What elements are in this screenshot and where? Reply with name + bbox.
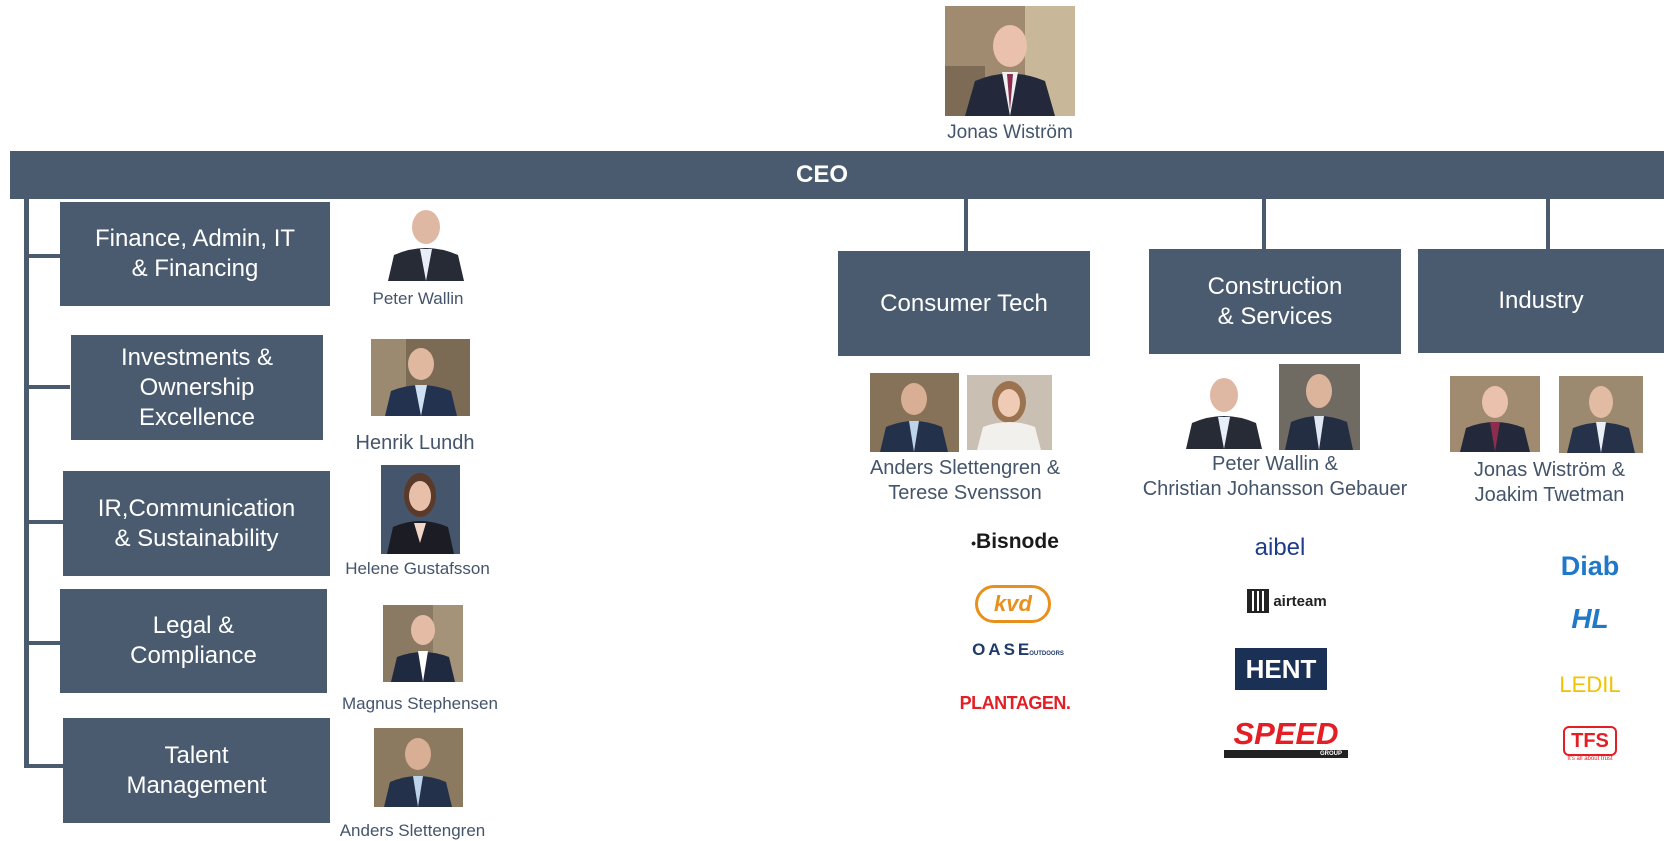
- business-area-consumer-tech: Consumer Tech: [838, 251, 1090, 356]
- connector-talent: [24, 764, 63, 768]
- logo-tfs-sub: It's all about trust: [1567, 756, 1613, 762]
- portrait-icon: [383, 605, 463, 682]
- logo-plantagen: PLANTAGEN.: [959, 693, 1071, 713]
- ceo-photo: [945, 6, 1075, 116]
- connector-construction: [1262, 199, 1266, 249]
- photo-peter-wallin: [380, 203, 472, 281]
- logo-bisnode: •Bisnode: [971, 530, 1059, 553]
- logo-kvd-text: kvd: [975, 585, 1051, 623]
- connector-industry: [1546, 199, 1550, 249]
- logo-oase-text: OASE: [972, 640, 1033, 659]
- functions-vertical-line: [24, 199, 29, 767]
- function-box-finance: Finance, Admin, IT & Financing: [60, 202, 330, 306]
- logo-tfs: TFS It's all about trust: [1545, 726, 1635, 768]
- portrait-icon: [967, 375, 1052, 450]
- business-area-construction: Construction & Services: [1149, 249, 1401, 354]
- connector-investments: [24, 385, 70, 389]
- connector-consumer-tech: [964, 199, 968, 251]
- logo-speed-text: SPEED: [1233, 716, 1339, 751]
- people-construction: Peter Wallin & Christian Johansson Gebau…: [1142, 453, 1408, 500]
- portrait-icon: [870, 373, 959, 452]
- logo-ledil: LEDIL: [1559, 672, 1621, 697]
- logo-hl: HL: [1571, 603, 1609, 634]
- logo-speed: SPEED GROUP: [1224, 718, 1348, 758]
- person-name-magnus-stephensen: Magnus Stephensen: [342, 694, 498, 713]
- airteam-mark-icon: [1247, 589, 1270, 613]
- logo-tfs-text: TFS: [1563, 726, 1617, 756]
- connector-ir: [24, 520, 63, 524]
- portrait-icon: [1178, 371, 1270, 449]
- people-industry: Jonas Wiström & Joakim Twetman: [1473, 459, 1626, 506]
- connector-legal: [24, 641, 60, 645]
- ceo-name: Jonas Wiström: [947, 122, 1073, 143]
- function-box-talent: Talent Management: [63, 718, 330, 823]
- logo-bisnode-text: Bisnode: [976, 530, 1059, 553]
- function-box-ir: IR,Communication & Sustainability: [63, 471, 330, 576]
- portrait-icon: [380, 203, 472, 281]
- people-consumer-tech: Anders Slettengren & Terese Svensson: [869, 457, 1061, 504]
- logo-diab: Diab: [1560, 551, 1620, 581]
- photo-joakim-twetman: [1559, 376, 1643, 453]
- business-area-industry: Industry: [1418, 249, 1664, 353]
- photo-helene-gustafsson: [381, 465, 460, 554]
- person-name-anders-slettengren: Anders Slettengren: [339, 821, 486, 840]
- connector-finance: [24, 254, 60, 258]
- photo-jonas-wistrom-ind: [1450, 376, 1540, 452]
- ceo-bar: CEO: [10, 151, 1664, 199]
- photo-terese-svensson: [967, 375, 1052, 450]
- photo-magnus-stephensen: [383, 605, 463, 682]
- logo-aibel: aibel: [1254, 534, 1306, 561]
- logo-oase: OASEOUTDOORS: [968, 640, 1068, 670]
- ceo-portrait-icon: [945, 6, 1075, 116]
- portrait-icon: [374, 728, 463, 807]
- portrait-icon: [1450, 376, 1540, 452]
- photo-christian-johansson-gebauer: [1279, 364, 1360, 450]
- logo-kvd: kvd: [975, 585, 1055, 627]
- person-name-peter-wallin: Peter Wallin: [372, 289, 464, 308]
- logo-speed-sub: GROUP: [1224, 750, 1348, 758]
- portrait-icon: [371, 339, 470, 416]
- portrait-icon: [381, 465, 460, 554]
- portrait-icon: [1559, 376, 1643, 453]
- photo-peter-wallin-cs: [1178, 371, 1270, 449]
- photo-anders-slettengren-ct: [870, 373, 959, 452]
- photo-henrik-lundh: [371, 339, 470, 416]
- logo-hent: HENT: [1235, 648, 1327, 690]
- ceo-bar-label: CEO: [795, 161, 848, 188]
- logo-oase-sub: OUTDOORS: [1029, 651, 1064, 657]
- portrait-icon: [1279, 364, 1360, 450]
- function-box-legal: Legal & Compliance: [60, 589, 327, 693]
- logo-airteam: airteam: [1237, 586, 1337, 616]
- person-name-henrik-lundh: Henrik Lundh: [355, 432, 475, 454]
- person-name-helene-gustafsson: Helene Gustafsson: [345, 559, 490, 578]
- photo-anders-slettengren: [374, 728, 463, 807]
- logo-airteam-text: airteam: [1273, 592, 1327, 610]
- function-box-investments: Investments & Ownership Excellence: [71, 335, 323, 440]
